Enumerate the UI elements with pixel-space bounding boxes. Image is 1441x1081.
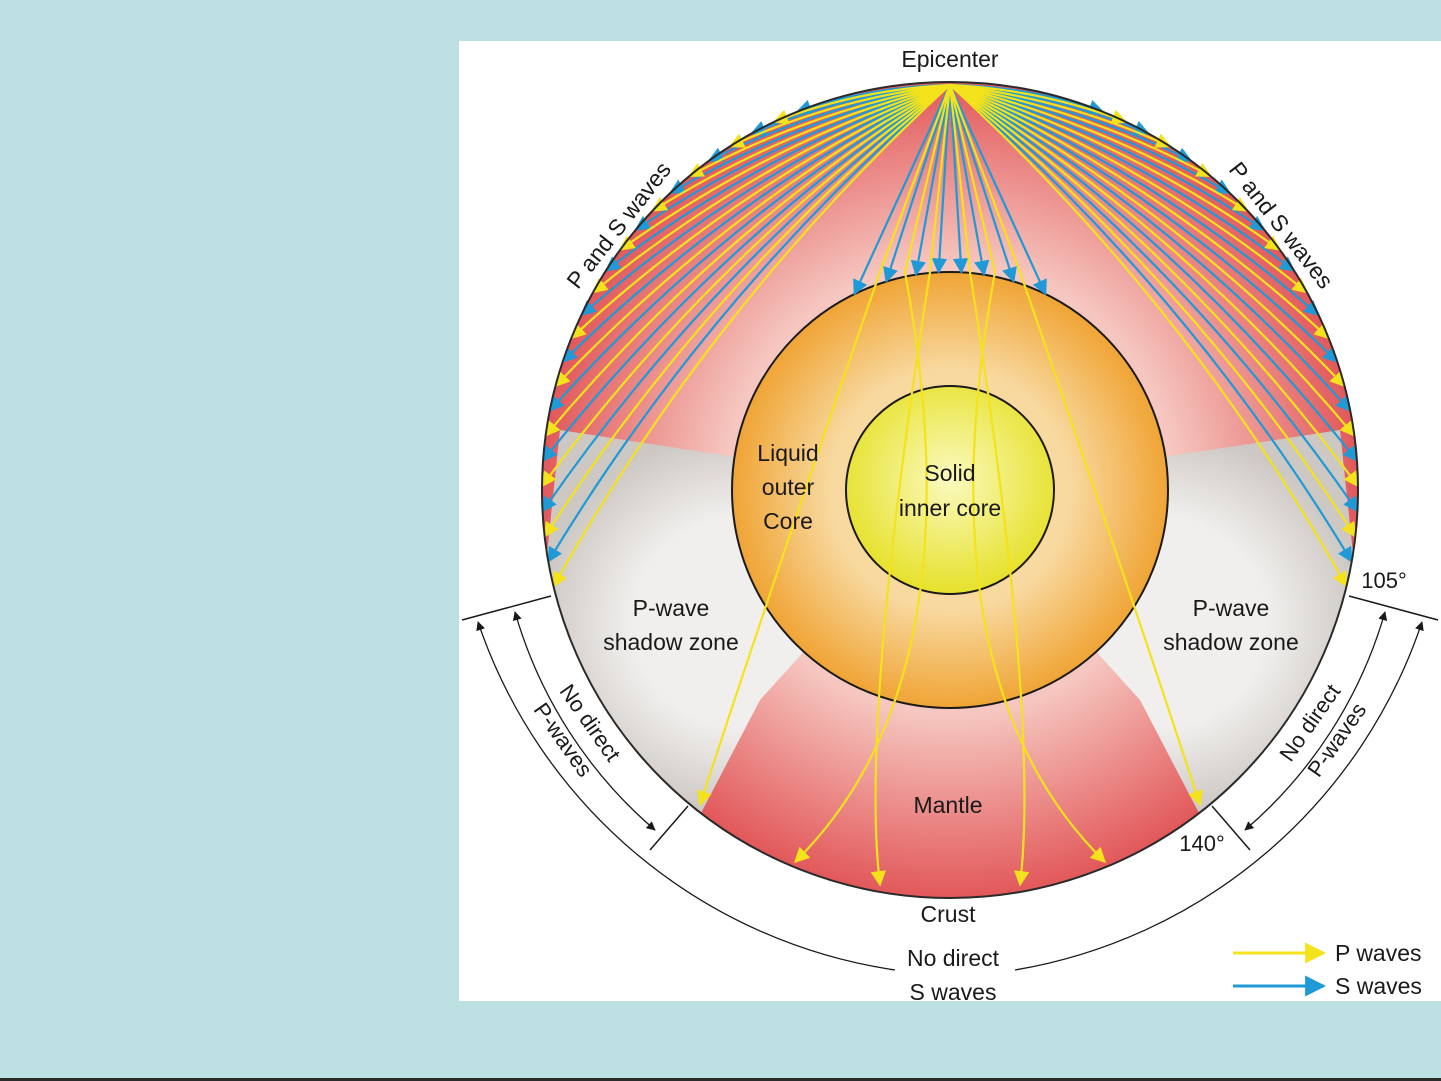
shadow-zone-right-label-2: shadow zone [1163,629,1299,655]
epicenter-label: Epicenter [901,46,999,72]
angle-140-label: 140° [1179,831,1225,856]
tick-140-left [650,806,688,850]
tick-105-right [1349,596,1438,620]
inner-core [846,386,1054,594]
angle-105-label: 105° [1361,568,1407,593]
inner-core-label-1: Solid [924,460,975,486]
inner-core-label-2: inner core [899,495,1001,521]
outer-core-label-2: outer [762,474,815,500]
mantle-label: Mantle [913,792,982,818]
shadow-zone-left-label-2: shadow zone [603,629,739,655]
shadow-zone-left-label-1: P-wave [633,595,710,621]
tick-105-left [462,596,551,620]
outer-core-label-3: Core [763,508,813,534]
legend-s-label: S waves [1335,973,1422,999]
no-direct-s-label-2: S waves [910,979,997,1005]
no-direct-s-label-1: No direct [907,945,1000,971]
outer-core-label-1: Liquid [757,440,818,466]
shadow-zone-right-label-1: P-wave [1193,595,1270,621]
crust-label: Crust [921,901,977,927]
legend-p-label: P waves [1335,940,1422,966]
